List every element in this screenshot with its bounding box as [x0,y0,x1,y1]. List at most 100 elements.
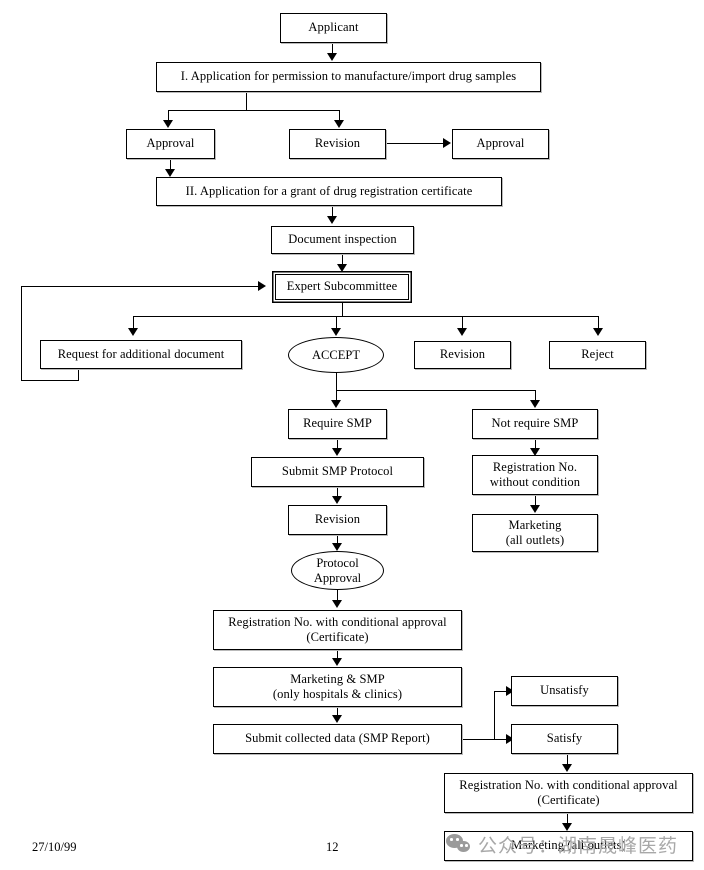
edge-accept-stem [336,373,338,390]
arrowhead-reject [593,328,603,336]
node-marketing-all-2-label: Marketing (all outlets) [511,838,626,853]
node-applicant[interactable]: Applicant [280,13,387,43]
node-marketing-smp-line1: Marketing & SMP [290,672,385,686]
arrowhead-submit-data [332,715,342,723]
node-protocol-approval[interactable]: Protocol Approval [291,551,384,590]
node-require-smp[interactable]: Require SMP [288,409,387,439]
node-registration-no-conditional-2[interactable]: Registration No. with conditional approv… [444,773,693,813]
node-revision-3-label: Revision [314,512,361,527]
node-submit-collected-data[interactable]: Submit collected data (SMP Report) [213,724,462,754]
edge-reg-2-to-marketing-2 [567,813,569,825]
node-marketing-all-outlets-2[interactable]: Marketing (all outlets) [444,831,693,861]
node-application-ii[interactable]: II. Application for a grant of drug regi… [156,177,502,206]
node-request-additional-document-label: Request for additional document [57,346,225,361]
node-accept-label: ACCEPT [312,347,360,362]
arrowhead-reg-no-cond-2 [562,764,572,772]
node-marketing-smp-line2: (only hospitals & clinics) [272,687,403,701]
node-unsatisfy[interactable]: Unsatisfy [511,676,618,706]
arrowhead-revision-2 [457,328,467,336]
edge-marketing-smp-to-submit-data [337,707,339,717]
node-revision-2-label: Revision [439,347,486,362]
node-submit-collected-data-label: Submit collected data (SMP Report) [245,731,430,746]
edge-application-ii-to-document-inspection [332,206,334,218]
node-application-i-label: I. Application for permission to manufac… [180,69,517,84]
edge-to-revision-2 [462,316,464,330]
node-request-additional-document[interactable]: Request for additional document [40,340,242,369]
edge-accept-bus [336,390,536,392]
node-reg-no-cond-1-line1: Registration No. with conditional approv… [228,615,447,629]
node-submit-smp-protocol-label: Submit SMP Protocol [281,464,394,479]
edge-to-approval-1 [168,110,170,122]
node-protocol-approval-line1: Protocol [316,556,359,571]
node-application-ii-label: II. Application for a grant of drug regi… [185,183,473,198]
edge-to-reject [598,316,600,330]
node-application-i[interactable]: I. Application for permission to manufac… [156,62,541,92]
node-protocol-approval-line2: Approval [313,570,362,585]
arrowhead-expert-subcommittee [337,264,347,272]
node-require-smp-label: Require SMP [303,416,372,431]
arrowhead-marketing-smp [332,658,342,666]
arrowhead-marketing-all-1 [530,505,540,513]
node-revision-3[interactable]: Revision [288,505,387,535]
edge-expert-stem [342,300,344,316]
edge-satisfy-split [494,691,496,740]
arrowhead-unsatisfy [506,686,514,696]
arrowhead-protocol-approval [332,543,342,551]
edge-document-inspection-to-expert [342,254,344,266]
node-approval-1[interactable]: Approval [126,129,215,159]
node-registration-no-without-condition[interactable]: Registration No. without condition [472,455,598,495]
node-reg-no-without-line2: without condition [489,475,581,489]
node-reject[interactable]: Reject [549,341,646,369]
edge-submit-protocol-to-revision-3 [337,487,339,498]
edge-require-smp-to-submit-protocol [337,439,339,450]
edge-to-not-require-smp [535,390,537,402]
node-submit-smp-protocol[interactable]: Submit SMP Protocol [251,457,424,487]
footer-date: 27/10/99 [32,840,77,854]
node-registration-no-conditional-1[interactable]: Registration No. with conditional approv… [213,610,462,650]
node-not-require-smp[interactable]: Not require SMP [472,409,598,439]
node-unsatisfy-label: Unsatisfy [540,683,589,698]
node-document-inspection-label: Document inspection [288,232,397,247]
arrowhead-application-ii [165,169,175,177]
edge-submit-data-out [463,739,495,741]
edge-application-i-bus [168,110,340,112]
node-marketing-all-1-line2: (all outlets) [505,533,565,547]
node-approval-2[interactable]: Approval [452,129,549,159]
node-reg-no-cond-1-line2: (Certificate) [306,630,369,644]
node-revision-1-label: Revision [314,136,361,151]
node-expert-subcommittee[interactable]: Expert Subcommittee [275,274,409,300]
node-marketing-and-smp[interactable]: Marketing & SMP (only hospitals & clinic… [213,667,462,707]
arrowhead-reg-no-without [530,448,540,456]
arrowhead-approval-2 [443,138,451,148]
node-marketing-all-1-line1: Marketing [508,518,562,532]
edge-feedback-up [21,286,23,381]
node-satisfy-label: Satisfy [546,731,583,746]
arrowhead-not-require-smp [530,400,540,408]
node-approval-1-label: Approval [146,136,195,151]
node-marketing-all-outlets-1[interactable]: Marketing (all outlets) [472,514,598,552]
node-document-inspection[interactable]: Document inspection [271,226,414,254]
node-reject-label: Reject [581,347,614,362]
node-not-require-smp-label: Not require SMP [491,416,579,431]
node-applicant-label: Applicant [308,20,359,35]
edge-feedback-right [21,286,261,288]
node-revision-2[interactable]: Revision [414,341,511,369]
page-number: 12 [326,840,339,854]
node-accept[interactable]: ACCEPT [288,337,384,373]
edge-applicant-to-application-i [332,43,334,57]
node-revision-1[interactable]: Revision [289,129,386,159]
edge-reg-without-to-marketing-1 [535,495,537,507]
arrowhead-accept [331,328,341,336]
arrowhead-approval-1 [163,120,173,128]
node-satisfy[interactable]: Satisfy [511,724,618,754]
arrowhead-revision-3 [332,496,342,504]
arrowhead-reg-no-cond-1 [332,600,342,608]
arrowhead-revision-1 [334,120,344,128]
edge-to-unsatisfy [494,691,510,693]
arrowhead-application-i [327,53,337,61]
arrowhead-satisfy [506,734,514,744]
edge-to-require-smp [336,390,338,402]
edge-expert-bus [133,316,599,318]
node-reg-no-cond-2-line2: (Certificate) [537,793,600,807]
